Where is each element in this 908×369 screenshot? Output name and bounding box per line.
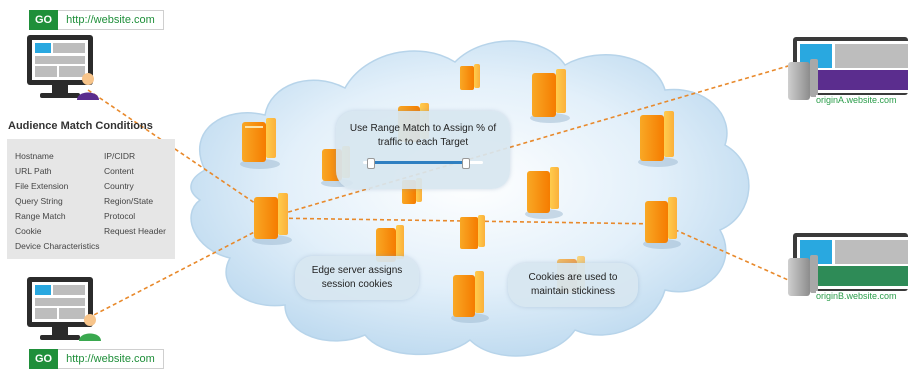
cookies-callout: Cookies are used to maintain stickiness — [508, 263, 638, 307]
condition-item: Country — [104, 181, 134, 191]
edge-server — [643, 197, 681, 249]
origin-b — [788, 233, 908, 296]
condition-item: Cookie — [15, 226, 42, 236]
client-monitor-bottom — [27, 277, 101, 341]
condition-item: Content — [104, 166, 134, 176]
condition-item: IP/CIDR — [104, 151, 136, 161]
url-field-top[interactable]: http://website.com — [58, 10, 164, 30]
range-slider[interactable] — [363, 158, 483, 169]
edge-server — [252, 193, 292, 245]
range-match-text: Use Range Match to Assign % of traffic t… — [349, 123, 497, 148]
slider-range-fill — [370, 161, 465, 164]
cookies-text: Cookies are used to maintain stickiness — [528, 272, 618, 297]
go-button-top[interactable]: GO — [29, 10, 59, 30]
edge-server — [451, 271, 489, 323]
audience-title: Audience Match Conditions — [8, 120, 153, 132]
origin-a-label: originA.website.com — [816, 95, 897, 105]
audience-conditions-panel: Hostname URL Path File Extension Query S… — [7, 139, 175, 259]
condition-item: Hostname — [15, 151, 54, 161]
slider-handle-lower[interactable] — [367, 158, 376, 169]
url-bar-bottom[interactable]: GO http://website.com — [29, 349, 164, 369]
edge-server — [240, 118, 280, 169]
client-monitor-top — [27, 35, 99, 100]
origin-a — [788, 37, 908, 100]
condition-item: URL Path — [15, 166, 52, 176]
edge-servers — [240, 64, 681, 323]
edge-server — [525, 167, 563, 219]
edge-server — [376, 225, 404, 262]
condition-item: Request Header — [104, 226, 166, 236]
range-match-callout: Use Range Match to Assign % of traffic t… — [336, 111, 510, 189]
edge-server-text: Edge server assigns session cookies — [311, 265, 403, 290]
edge-server — [638, 111, 678, 167]
condition-item: Device Characteristics — [15, 241, 100, 251]
condition-item: File Extension — [15, 181, 69, 191]
slider-handle-upper[interactable] — [462, 158, 470, 169]
url-bar-top[interactable]: GO http://website.com — [29, 10, 164, 30]
condition-item: Query String — [15, 196, 63, 206]
condition-item: Region/State — [104, 196, 154, 206]
edge-server — [460, 64, 480, 90]
go-button-bottom[interactable]: GO — [29, 349, 59, 369]
url-field-bottom[interactable]: http://website.com — [58, 349, 164, 369]
edge-server — [460, 215, 485, 249]
edge-server-callout: Edge server assigns session cookies — [295, 256, 419, 300]
condition-item: Protocol — [104, 211, 136, 221]
condition-item: Range Match — [15, 211, 66, 221]
edge-server — [530, 69, 570, 123]
origin-b-label: originB.website.com — [816, 291, 897, 301]
